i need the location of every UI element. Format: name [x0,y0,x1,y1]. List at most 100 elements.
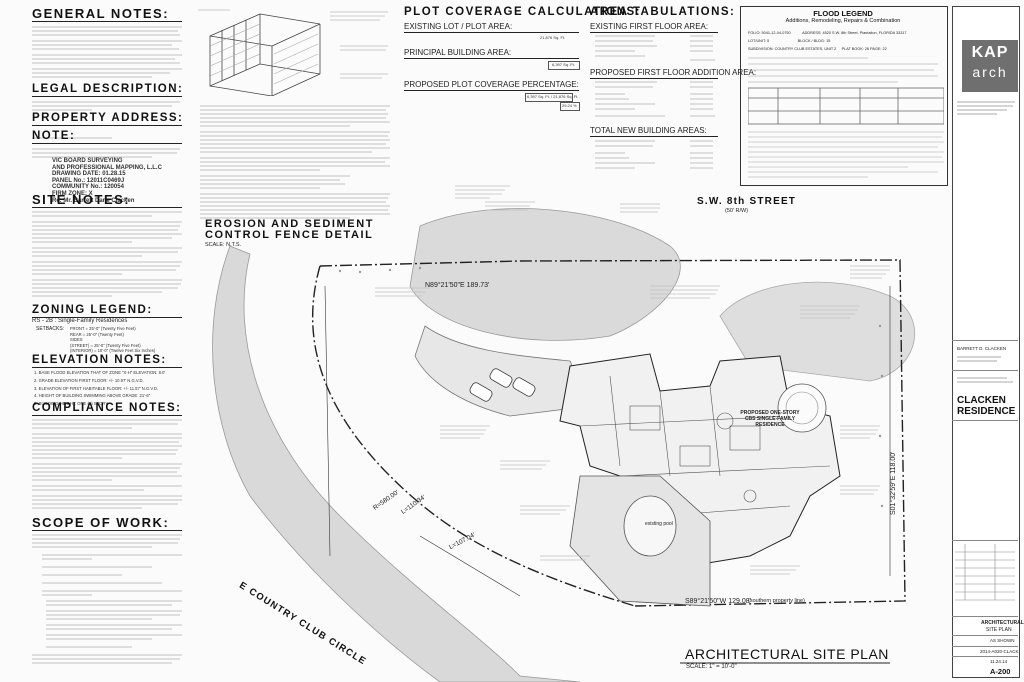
client-name: BARRETT D. CLACKEN [957,346,1007,351]
proposed-first-floor-label: PROPOSED FIRST FLOOR ADDITION AREA: [590,68,757,77]
title-block [952,6,1020,678]
bearing-top: N89°21'50"E 189.73' [425,282,490,289]
tb-row-7 [952,646,1018,647]
legal-underline [32,96,182,97]
flood-legend-subtitle: Additions, Remodeling, Repairs & Combina… [785,18,901,24]
erosion-title-2: CONTROL FENCE DETAIL [205,229,374,241]
elevation-item-2: 2. GRADE ELEVATION FIRST FLOOR: +/- 10.9… [34,377,144,383]
property-line [319,259,906,607]
country-club-road-surface [212,245,581,682]
flood-legend-table [747,54,945,182]
flood-legend-box [740,6,948,186]
car-2 [512,377,536,397]
site-plan-drawing [212,185,915,682]
surveyor-line-1: VIC BOARD SURVEYING [52,158,123,164]
proposed-plot-underline [404,90,579,91]
erosion-title-1: EROSION AND SEDIMENT [205,218,375,230]
compliance-notes-heading: COMPLIANCE NOTES: [32,402,182,414]
fence-3d-detail [190,6,390,97]
scope-text-block [32,533,184,673]
left-dim-line [419,535,521,597]
principal-underline [404,58,579,59]
legal-text [32,99,182,111]
residence-name-line-1: CLACKEN [957,395,1006,406]
zoning-legend-heading: ZONING LEGEND: [32,304,153,316]
tb-row-5 [952,616,1018,617]
area-tabulations-heading: AREA TABULATIONS: [590,6,736,18]
garden-rotunda [777,383,827,433]
note-underline [32,143,182,144]
street-label: S.W. 8th STREET [697,196,797,207]
principal-value-box [548,61,580,70]
elevation-underline [32,367,182,368]
address-underline [32,125,182,126]
southern-property-line-label: (southern property line) [748,598,805,604]
proposed-plot-label: PROPOSED PLOT COVERAGE PERCENTAGE: [404,80,579,89]
tb-row-1 [952,340,1018,341]
proposed-plot-value: 6,397 Sq. Ft. / 21,876 Sq. Ft. [527,94,579,99]
sheet-title-2: SITE PLAN [986,627,1012,633]
residence-label: PROPOSED ONE-STORY CBS SINGLE-FAMILY RES… [740,410,800,428]
proposed-floor-rows [595,80,717,122]
tb-row-8 [952,656,1018,657]
landscaping-dots [338,266,884,508]
existing-floor-rows [595,34,717,64]
street-sub-label: (50' R/W) [725,208,749,214]
bearing-right: S01°32'59"E 118.00' [890,451,897,516]
elevation-item-1: 1. BASE FLOOD ELEVATION THAT OF ZONE "X-… [34,370,166,375]
note-heading: NOTE: [32,130,76,142]
setback-street: (STREET) = 25'-0" (Twenty Five Feet) [70,342,141,348]
surveyor-line-7: Re: Mr. Barrett Dane Clacken [52,197,135,204]
firm-address-lines [957,100,1015,124]
existing-lot-label: EXISTING LOT / PLOT AREA: [404,22,513,31]
tb-row-2 [952,370,1018,371]
tb-row-6 [952,635,1018,636]
erosion-scale: SCALE: N.T.S. [205,242,242,248]
project-number: 2014-A020-CLACK [980,649,1019,654]
fence-notes-block [200,104,390,222]
logo-top-text: KAP [971,44,1009,61]
logo-bottom-text: arch [972,64,1008,80]
site-notes-heading: SITE NOTES: [32,192,131,207]
surveyor-line-4: PANEL No.: 12011C0469J [52,177,125,184]
existing-pool-label: existing pool [645,521,673,527]
property-address-heading: PROPERTY ADDRESS: [32,112,184,124]
curved-property-line [311,265,636,607]
compliance-text-block [32,418,184,512]
plot-coverage-heading: PLOT COVERAGE CALCULATIONS: [404,6,642,18]
existing-lot-underline [404,32,579,33]
fence-detail-sketch [198,9,388,97]
elevation-item-3: 3. ELEVATION OF FIRST HABITABLE FLOOR: +… [34,385,159,391]
surveyor-info: VIC BOARD SURVEYING AND PROFESSIONAL MAP… [52,158,162,204]
sheet-number: A-200 [990,667,1011,676]
tb-row-4 [952,540,1018,541]
flood-legend-title: FLOOD LEGEND [813,9,873,18]
setback-sides: SIDES [70,337,83,343]
flood-legend-rows: FOLIO: 5041-12-04-0750 ADDRESS: 4520 S.W… [748,29,944,53]
existing-pool-outline [623,495,677,557]
setback-interior: (INTERIOR) = 10'-0" (Twelve Feet Six Inc… [70,348,156,354]
flood-row-3: SUBDIVISION: COUNTRY CLUB ESTATES, UNIT … [748,47,887,51]
setbacks-label: SETBACKS: [36,326,65,332]
elevation-notes-heading: ELEVATION NOTES: [32,354,167,366]
annotation-notes [375,185,890,575]
note-text [32,146,182,158]
issue-date: 11.24.14 [990,659,1008,664]
flood-row-1: FOLIO: 5041-12-04-0750 ADDRESS: 4520 S.W… [748,31,907,35]
car-1 [489,368,513,388]
general-notes-underline [32,21,182,22]
bearing-bottom: S89°21'50"W 129.08' [685,598,751,605]
car-3 [469,382,493,402]
site-plan-title: ARCHITECTURAL SITE PLAN [685,646,889,662]
general-notes-heading: GENERAL NOTES: [32,6,170,21]
total-new-underline [590,136,718,137]
proposed-pct-value: 29.24 % [562,103,577,108]
existing-lot-value: 21,876 Sq. Ft. [540,35,566,40]
residence-name-line-2: RESIDENCE [957,406,1016,417]
legal-description-heading: LEGAL DESCRIPTION: [32,83,184,95]
scope-of-work-heading: SCOPE OF WORK: [32,515,170,530]
general-notes-lines [32,26,182,78]
site-notes-text-block [32,210,182,302]
existing-first-floor-label: EXISTING FIRST FLOOR AREA: [590,22,709,31]
